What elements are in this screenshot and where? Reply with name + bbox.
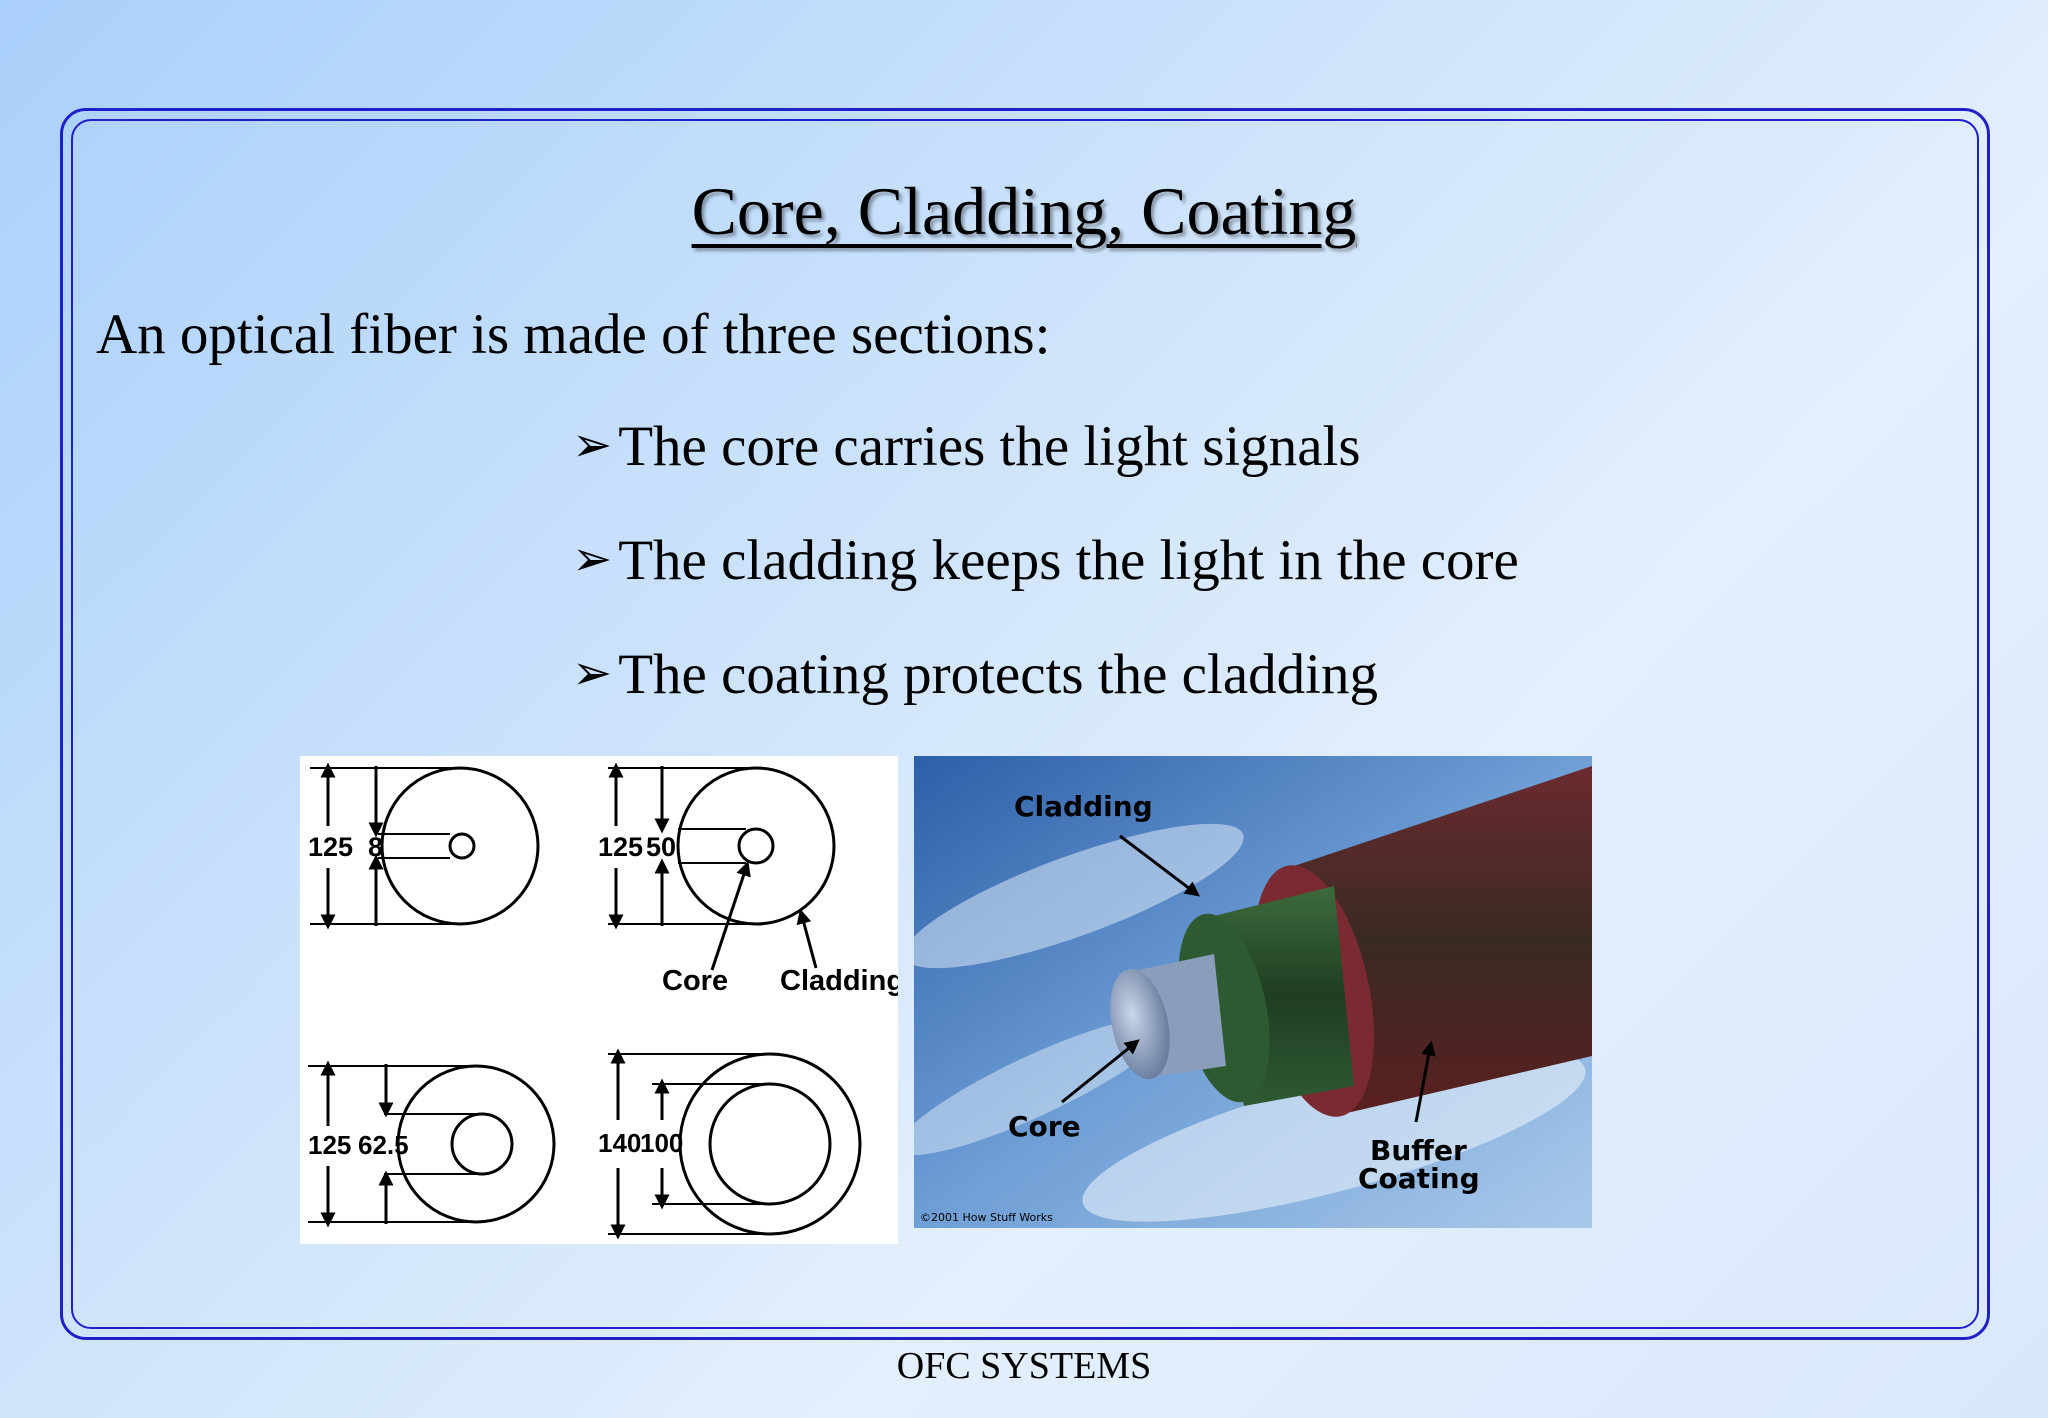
photo-cladding-label: Cladding [1014,790,1153,823]
fiber-dimensions-diagram: 125 8 125 50 Core Cladding [300,756,904,1244]
fiber-cutaway-illustration: Cladding Core Buffer Coating ©2001 How S… [914,756,1592,1228]
bullet-cladding: ➢The cladding keeps the light in the cor… [572,529,1519,592]
arrow-bullet-icon: ➢ [572,645,613,701]
photo-buffer-label: Buffer [1370,1134,1467,1167]
fiber-sm-outer-label: 125 [308,832,353,862]
fiber-multi-mode-100: 140 100 [598,1048,862,1240]
fiber-mm50-outer-label: 125 [598,832,643,862]
slide-title: Core, Cladding, Coating [691,173,1357,249]
photo-copyright: ©2001 How Stuff Works [920,1211,1053,1224]
bullet-coating: ➢The coating protects the cladding [572,643,1378,706]
slide-frame [60,108,1990,1340]
fiber-single-mode: 125 8 [308,762,540,930]
core-label: Core [662,965,728,997]
fiber-mm100-core-label: 100 [640,1128,683,1158]
slide-frame-inner [71,119,1979,1329]
fiber-mm100-outer-label: 140 [598,1128,641,1158]
arrow-bullet-icon: ➢ [572,417,613,473]
bullet-core: ➢The core carries the light signals [572,415,1361,478]
photo-coating-label: Coating [1358,1162,1480,1195]
fiber-multi-mode-50: 125 50 Core Cladding [598,762,904,997]
photo-core-label: Core [1008,1110,1081,1143]
slide-footer: OFC SYSTEMS [896,1345,1152,1387]
fiber-multi-mode-62: 125 62.5 [308,1060,556,1228]
intro-text: An optical fiber is made of three sectio… [96,303,1051,366]
arrow-bullet-icon: ➢ [572,531,613,587]
cladding-label: Cladding [780,965,898,997]
fiber-mm62-core-label: 62.5 [358,1130,409,1160]
fiber-sm-core-label: 8 [368,832,383,862]
fiber-mm50-core-label: 50 [646,832,676,862]
fiber-mm62-outer-label: 125 [308,1130,351,1160]
